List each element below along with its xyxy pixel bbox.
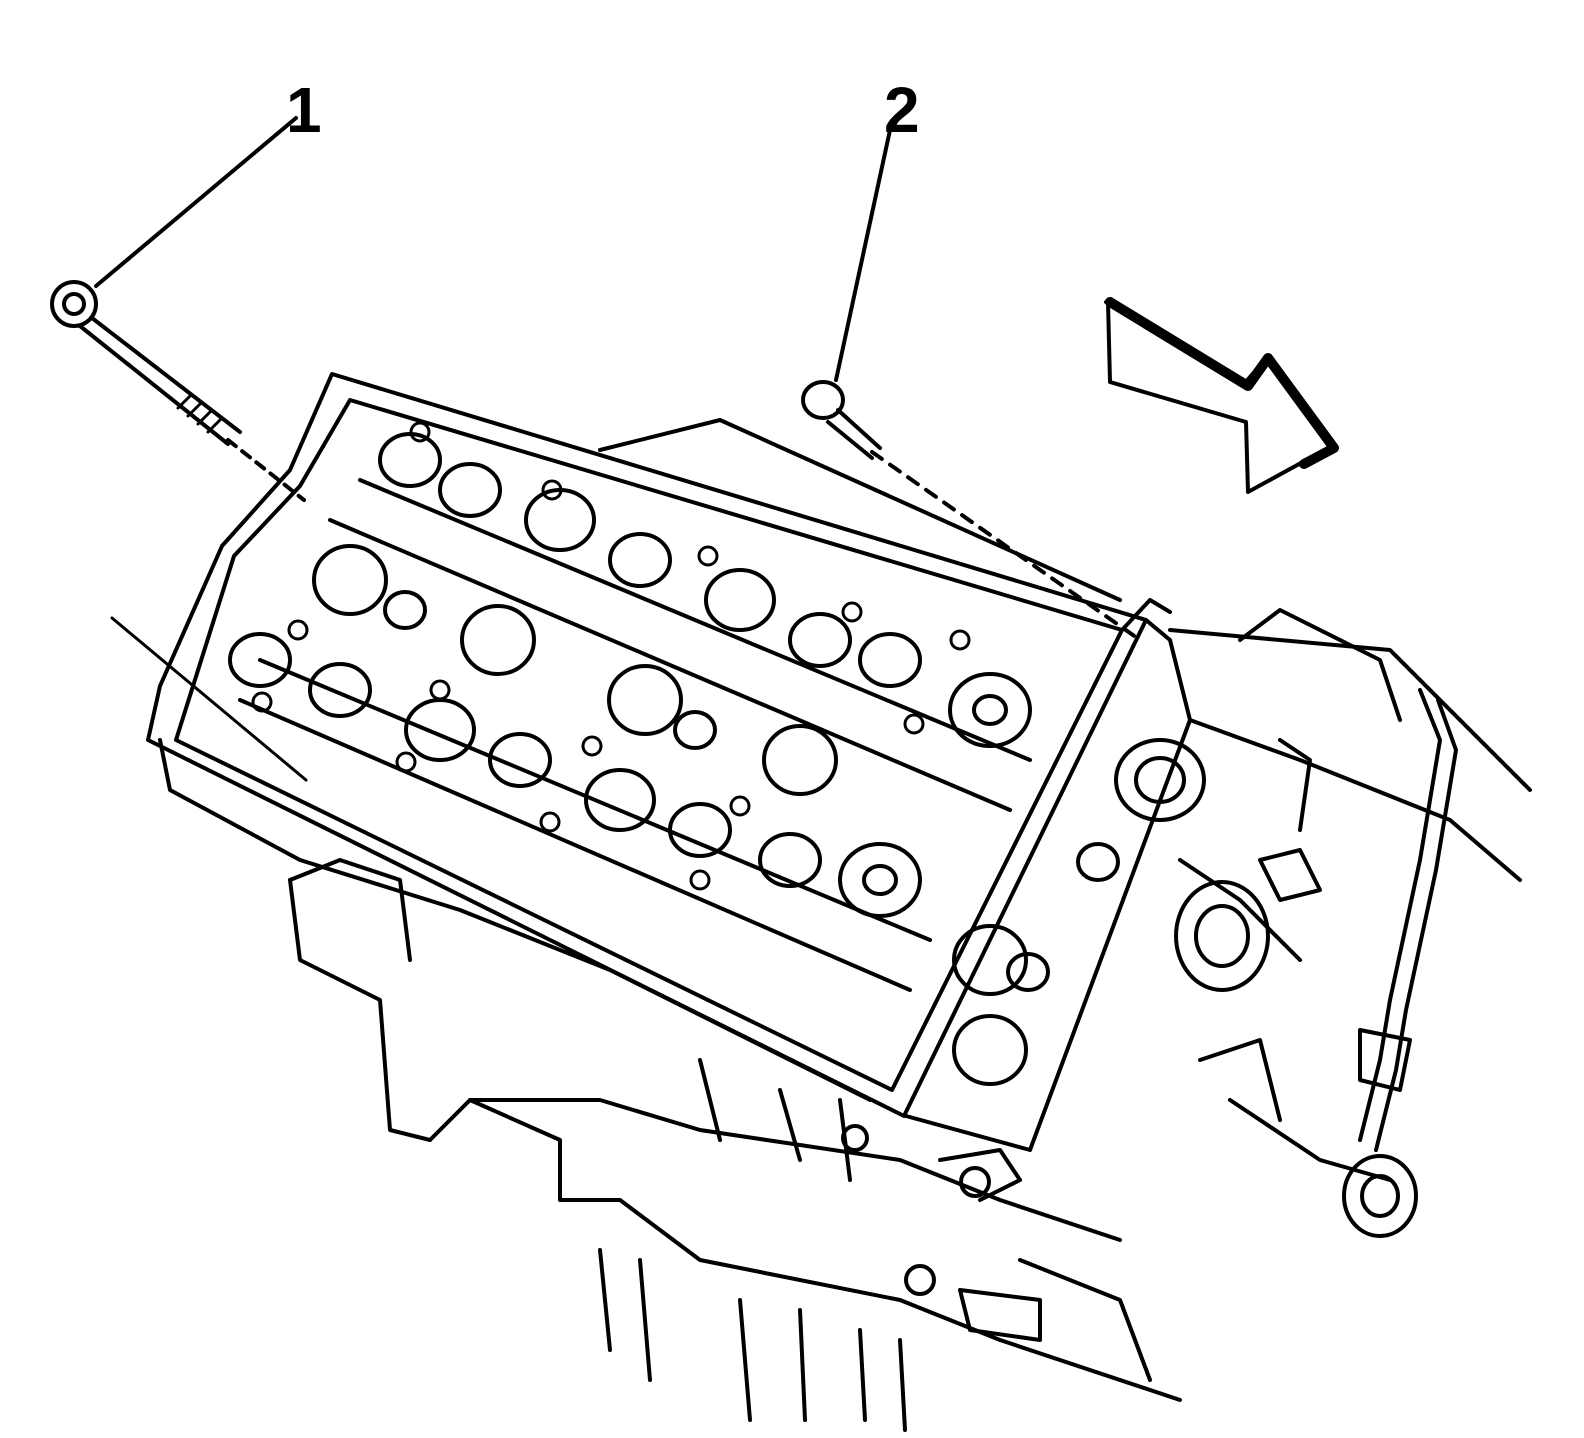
spark-plug-bores (312, 544, 838, 796)
head-bolt-holes (251, 421, 971, 891)
oil-pan (288, 858, 1182, 1432)
leader-line-1 (94, 116, 298, 288)
camshaft-lower (228, 632, 922, 918)
guide-line (110, 616, 308, 782)
front-direction-arrow-icon (1104, 297, 1339, 494)
callout-label-1: 1 (286, 74, 322, 146)
engine-block (598, 418, 1532, 1238)
long-bolt (50, 280, 306, 502)
cylinder-head (146, 372, 1192, 1152)
short-bolt (801, 380, 1142, 642)
camshaft-upper (378, 432, 1032, 748)
leader-line-2 (834, 128, 892, 382)
